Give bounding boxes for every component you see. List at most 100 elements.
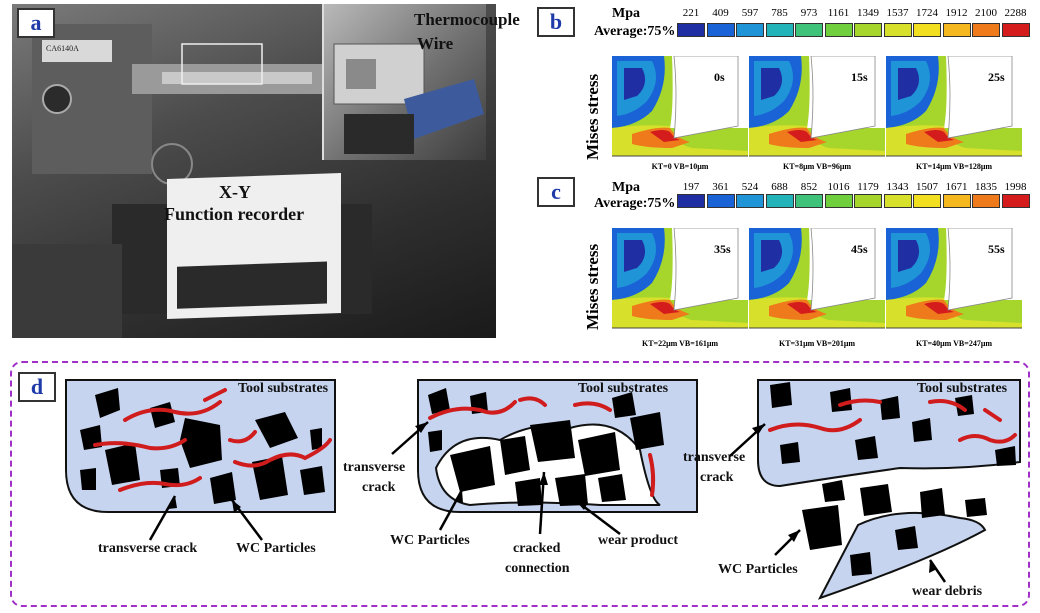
- colorbar-value: 1835: [975, 181, 997, 193]
- colorbar-value: 1343: [886, 181, 909, 193]
- panel-d-label: d: [18, 372, 56, 402]
- wc-particle: [450, 446, 495, 492]
- wc-particle: [598, 474, 626, 502]
- stage2-particles-label: WC Particles: [390, 533, 470, 548]
- colorbar-swatch: [677, 194, 705, 208]
- colorbar-value: 1671: [945, 181, 968, 193]
- wc-particle: [105, 443, 140, 485]
- recorder-label-line2: Function recorder: [164, 204, 305, 224]
- colorbar-value: 973: [800, 7, 818, 19]
- arrowhead: [575, 500, 588, 510]
- colorbar-swatch: [854, 23, 882, 37]
- colorbar-value: 409: [712, 7, 729, 19]
- colorbar-swatch: [883, 23, 912, 37]
- wc-particle: [822, 480, 845, 502]
- wc-particle: [770, 382, 792, 408]
- crack: [958, 433, 1017, 444]
- arrowhead: [929, 560, 937, 573]
- wc-particle: [955, 395, 974, 416]
- colorbar-value: 1998: [1004, 181, 1027, 193]
- wc-particle: [500, 436, 530, 475]
- wc-particle: [530, 420, 575, 462]
- crack: [228, 430, 257, 444]
- colorbar-swatch: [1001, 23, 1030, 37]
- colorbar-swatch: [942, 194, 971, 208]
- wc-particle: [802, 505, 842, 550]
- arrowhead: [752, 424, 765, 435]
- colorbar-swatch: [706, 194, 735, 208]
- frame-caption: KT=22μm VB=161μm: [641, 339, 719, 348]
- frame-caption: KT=40μm VB=247μm: [915, 339, 993, 348]
- stage2-product-label: wear product: [598, 533, 678, 548]
- wire-label: Wire: [417, 34, 454, 53]
- wc-particle: [850, 552, 872, 576]
- panel-d-frame: [10, 361, 1030, 607]
- wc-particle: [912, 418, 932, 442]
- colorbar-value: 524: [741, 181, 759, 193]
- stage2-connection-label-line1: cracked: [513, 541, 561, 556]
- panel-c-unit: Mpa: [612, 180, 640, 195]
- wc-particle: [895, 526, 918, 550]
- wc-particle: [180, 418, 222, 468]
- stage2-substrate-label: Tool substrates: [578, 381, 669, 396]
- wc-particle: [830, 388, 852, 412]
- stress-contour-frame: [749, 56, 885, 160]
- wc-particle: [780, 442, 800, 464]
- thermocouple-label: Thermocouple: [414, 10, 520, 29]
- crack: [838, 398, 882, 407]
- colorbar-swatch: [1001, 194, 1030, 208]
- machine-plate: CA6140A: [46, 44, 79, 53]
- frame-time-label: 0s: [714, 70, 725, 84]
- colorbar-value: 1507: [916, 181, 938, 193]
- stage2-connection-label-line2: connection: [505, 561, 570, 576]
- arrowhead: [168, 496, 177, 509]
- wc-particle: [578, 432, 620, 476]
- frame-caption: KT=8μm VB=96μm: [782, 162, 852, 171]
- colorbar-value: 688: [771, 181, 788, 193]
- wc-particle: [300, 466, 325, 495]
- colorbar-value: 1537: [886, 7, 909, 19]
- wc-particle: [995, 446, 1016, 466]
- frame-caption: KT=31μm VB=201μm: [778, 339, 856, 348]
- recorder-label-line1: X-Y: [219, 182, 251, 202]
- colorbar-value: 1161: [827, 7, 850, 19]
- wc-particle: [880, 396, 900, 420]
- arrowhead: [454, 490, 463, 503]
- colorbar-swatch: [706, 23, 735, 37]
- colorbar-swatch: [883, 194, 912, 208]
- wc-particle: [555, 474, 588, 506]
- wc-particle: [80, 468, 96, 490]
- stress-contour-frame: [612, 228, 748, 332]
- wc-particle: [95, 388, 120, 418]
- crack: [93, 438, 187, 451]
- frame-time-label: 15s: [851, 70, 868, 84]
- colorbar-value: 852: [800, 181, 818, 193]
- stress-contour-frame: [886, 228, 1022, 332]
- colorbar-swatch: [854, 194, 882, 208]
- colorbar-value: 597: [741, 7, 759, 19]
- stage1-particles-label: WC Particles: [236, 541, 316, 556]
- crack: [518, 396, 547, 407]
- colorbar-swatch: [913, 23, 941, 37]
- panel-c-average: Average:75%: [594, 196, 676, 211]
- stress-contour-frame: [612, 56, 748, 160]
- panel-b-label: b: [537, 7, 575, 37]
- colorbar-value: 785: [771, 7, 788, 19]
- stage2-crack-label-line2: crack: [362, 480, 396, 495]
- colorbar-swatch: [677, 23, 705, 37]
- wc-particle: [860, 484, 892, 516]
- colorbar-swatch: [913, 194, 941, 208]
- wc-particle: [515, 478, 542, 506]
- crack: [768, 418, 862, 433]
- colorbar-value: 2100: [975, 7, 997, 19]
- colorbar-swatch: [736, 23, 764, 37]
- arrow: [148, 495, 177, 541]
- wc-particle: [630, 412, 664, 450]
- crack: [648, 453, 656, 497]
- colorbar-value: 2288: [1004, 7, 1027, 19]
- colorbar-value: 1724: [916, 7, 938, 19]
- panel-a-label: a: [17, 8, 55, 38]
- colorbar-value: 1349: [857, 7, 879, 19]
- colorbar-value: 361: [712, 181, 729, 193]
